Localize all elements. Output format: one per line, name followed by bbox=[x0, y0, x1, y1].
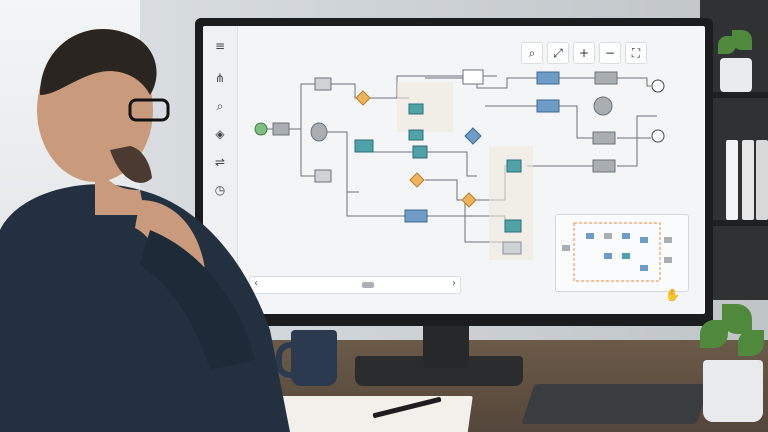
minimap-viewport[interactable] bbox=[573, 222, 661, 282]
plant-leaf bbox=[738, 330, 764, 356]
task-node[interactable] bbox=[506, 159, 522, 173]
binder bbox=[756, 140, 768, 220]
task-node[interactable] bbox=[314, 77, 332, 91]
scroll-right-icon[interactable]: › bbox=[452, 278, 456, 289]
zoom-search-icon[interactable]: ⌕ bbox=[521, 42, 543, 64]
binder bbox=[726, 140, 738, 220]
task-node[interactable] bbox=[354, 139, 374, 153]
monitor-screen: ≡ ⋔ ⌕ ◈ ⇌ ◷ ⌕ ⤢ + − ⛶ bbox=[203, 26, 705, 314]
monitor-stand bbox=[423, 318, 469, 368]
zoom-out-icon[interactable]: − bbox=[599, 42, 621, 64]
connector bbox=[427, 151, 477, 177]
glasses bbox=[128, 98, 170, 122]
gateway-node[interactable] bbox=[355, 90, 371, 106]
task-node[interactable] bbox=[502, 241, 522, 255]
document-node[interactable] bbox=[462, 69, 484, 85]
search-icon[interactable]: ⌕ bbox=[216, 99, 224, 113]
minimap-node bbox=[622, 233, 630, 239]
connector bbox=[557, 105, 593, 139]
horizontal-scrollbar[interactable]: ‹ › bbox=[249, 276, 461, 294]
hair bbox=[40, 28, 157, 95]
minimap[interactable] bbox=[555, 214, 689, 292]
connector bbox=[485, 77, 537, 89]
connector bbox=[300, 129, 315, 177]
start-node[interactable] bbox=[254, 122, 268, 136]
task-node[interactable] bbox=[504, 219, 522, 233]
coffee-mug bbox=[291, 330, 337, 386]
shelf-plant bbox=[720, 58, 752, 92]
end-node[interactable] bbox=[651, 129, 665, 143]
minimap-node bbox=[604, 233, 612, 239]
connector bbox=[327, 131, 359, 193]
mug-handle bbox=[276, 342, 302, 378]
network-icon[interactable]: ⋔ bbox=[214, 71, 226, 85]
end-node[interactable] bbox=[651, 79, 665, 93]
minimap-node bbox=[622, 253, 630, 259]
history-icon[interactable]: ◷ bbox=[214, 183, 226, 197]
shelf-board bbox=[700, 220, 768, 226]
connector bbox=[346, 192, 413, 217]
neck bbox=[95, 150, 145, 215]
beard bbox=[110, 146, 152, 183]
scroll-thumb[interactable] bbox=[362, 282, 374, 288]
minimap-node bbox=[562, 245, 570, 251]
sliders-icon[interactable]: ⇌ bbox=[214, 155, 226, 169]
task-node[interactable] bbox=[408, 129, 424, 141]
database-node[interactable] bbox=[593, 96, 613, 116]
task-node[interactable] bbox=[314, 169, 332, 183]
binder bbox=[742, 140, 754, 220]
minimap-node bbox=[664, 237, 672, 243]
person-silhouette bbox=[0, 28, 290, 432]
connector bbox=[425, 179, 469, 201]
shelf-leaf bbox=[718, 36, 736, 54]
gateway-node[interactable] bbox=[409, 172, 425, 188]
layers-icon[interactable]: ◈ bbox=[215, 127, 225, 141]
task-node[interactable] bbox=[594, 71, 618, 85]
connector bbox=[289, 83, 315, 130]
minimap-node bbox=[640, 265, 648, 271]
minimap-node bbox=[586, 233, 594, 239]
swimlane-highlight bbox=[397, 82, 453, 132]
flowchart-canvas[interactable] bbox=[237, 66, 697, 266]
menu-icon[interactable]: ≡ bbox=[214, 39, 226, 53]
minimap-node bbox=[604, 253, 612, 259]
connector bbox=[331, 83, 359, 99]
pan-hand-icon[interactable]: ✋ bbox=[665, 288, 680, 302]
task-node[interactable] bbox=[536, 99, 560, 113]
fit-screen-icon[interactable]: ⤢ bbox=[547, 42, 569, 64]
fullscreen-icon[interactable]: ⛶ bbox=[625, 42, 647, 64]
connector bbox=[617, 115, 657, 167]
task-node[interactable] bbox=[536, 71, 560, 85]
database-node[interactable] bbox=[310, 122, 328, 142]
tablet bbox=[521, 384, 710, 424]
scroll-left-icon[interactable]: ‹ bbox=[254, 278, 258, 289]
minimap-node bbox=[664, 257, 672, 263]
shelf-leaf bbox=[732, 30, 752, 50]
minimap-node bbox=[640, 237, 648, 243]
task-node[interactable] bbox=[592, 159, 616, 173]
task-node[interactable] bbox=[592, 131, 616, 145]
plant-pot bbox=[703, 360, 763, 422]
connector bbox=[617, 77, 651, 87]
shelf-board bbox=[700, 92, 768, 98]
monitor: ≡ ⋔ ⌕ ◈ ⇌ ◷ ⌕ ⤢ + − ⛶ bbox=[195, 18, 713, 326]
zoom-in-icon[interactable]: + bbox=[573, 42, 595, 64]
arm bbox=[140, 230, 255, 370]
task-node[interactable] bbox=[408, 103, 424, 115]
task-node[interactable] bbox=[404, 209, 428, 223]
gateway-node[interactable] bbox=[464, 127, 482, 145]
gateway-node[interactable] bbox=[461, 192, 477, 208]
task-node[interactable] bbox=[412, 145, 428, 159]
shirt bbox=[0, 184, 290, 432]
task-node[interactable] bbox=[272, 122, 290, 136]
